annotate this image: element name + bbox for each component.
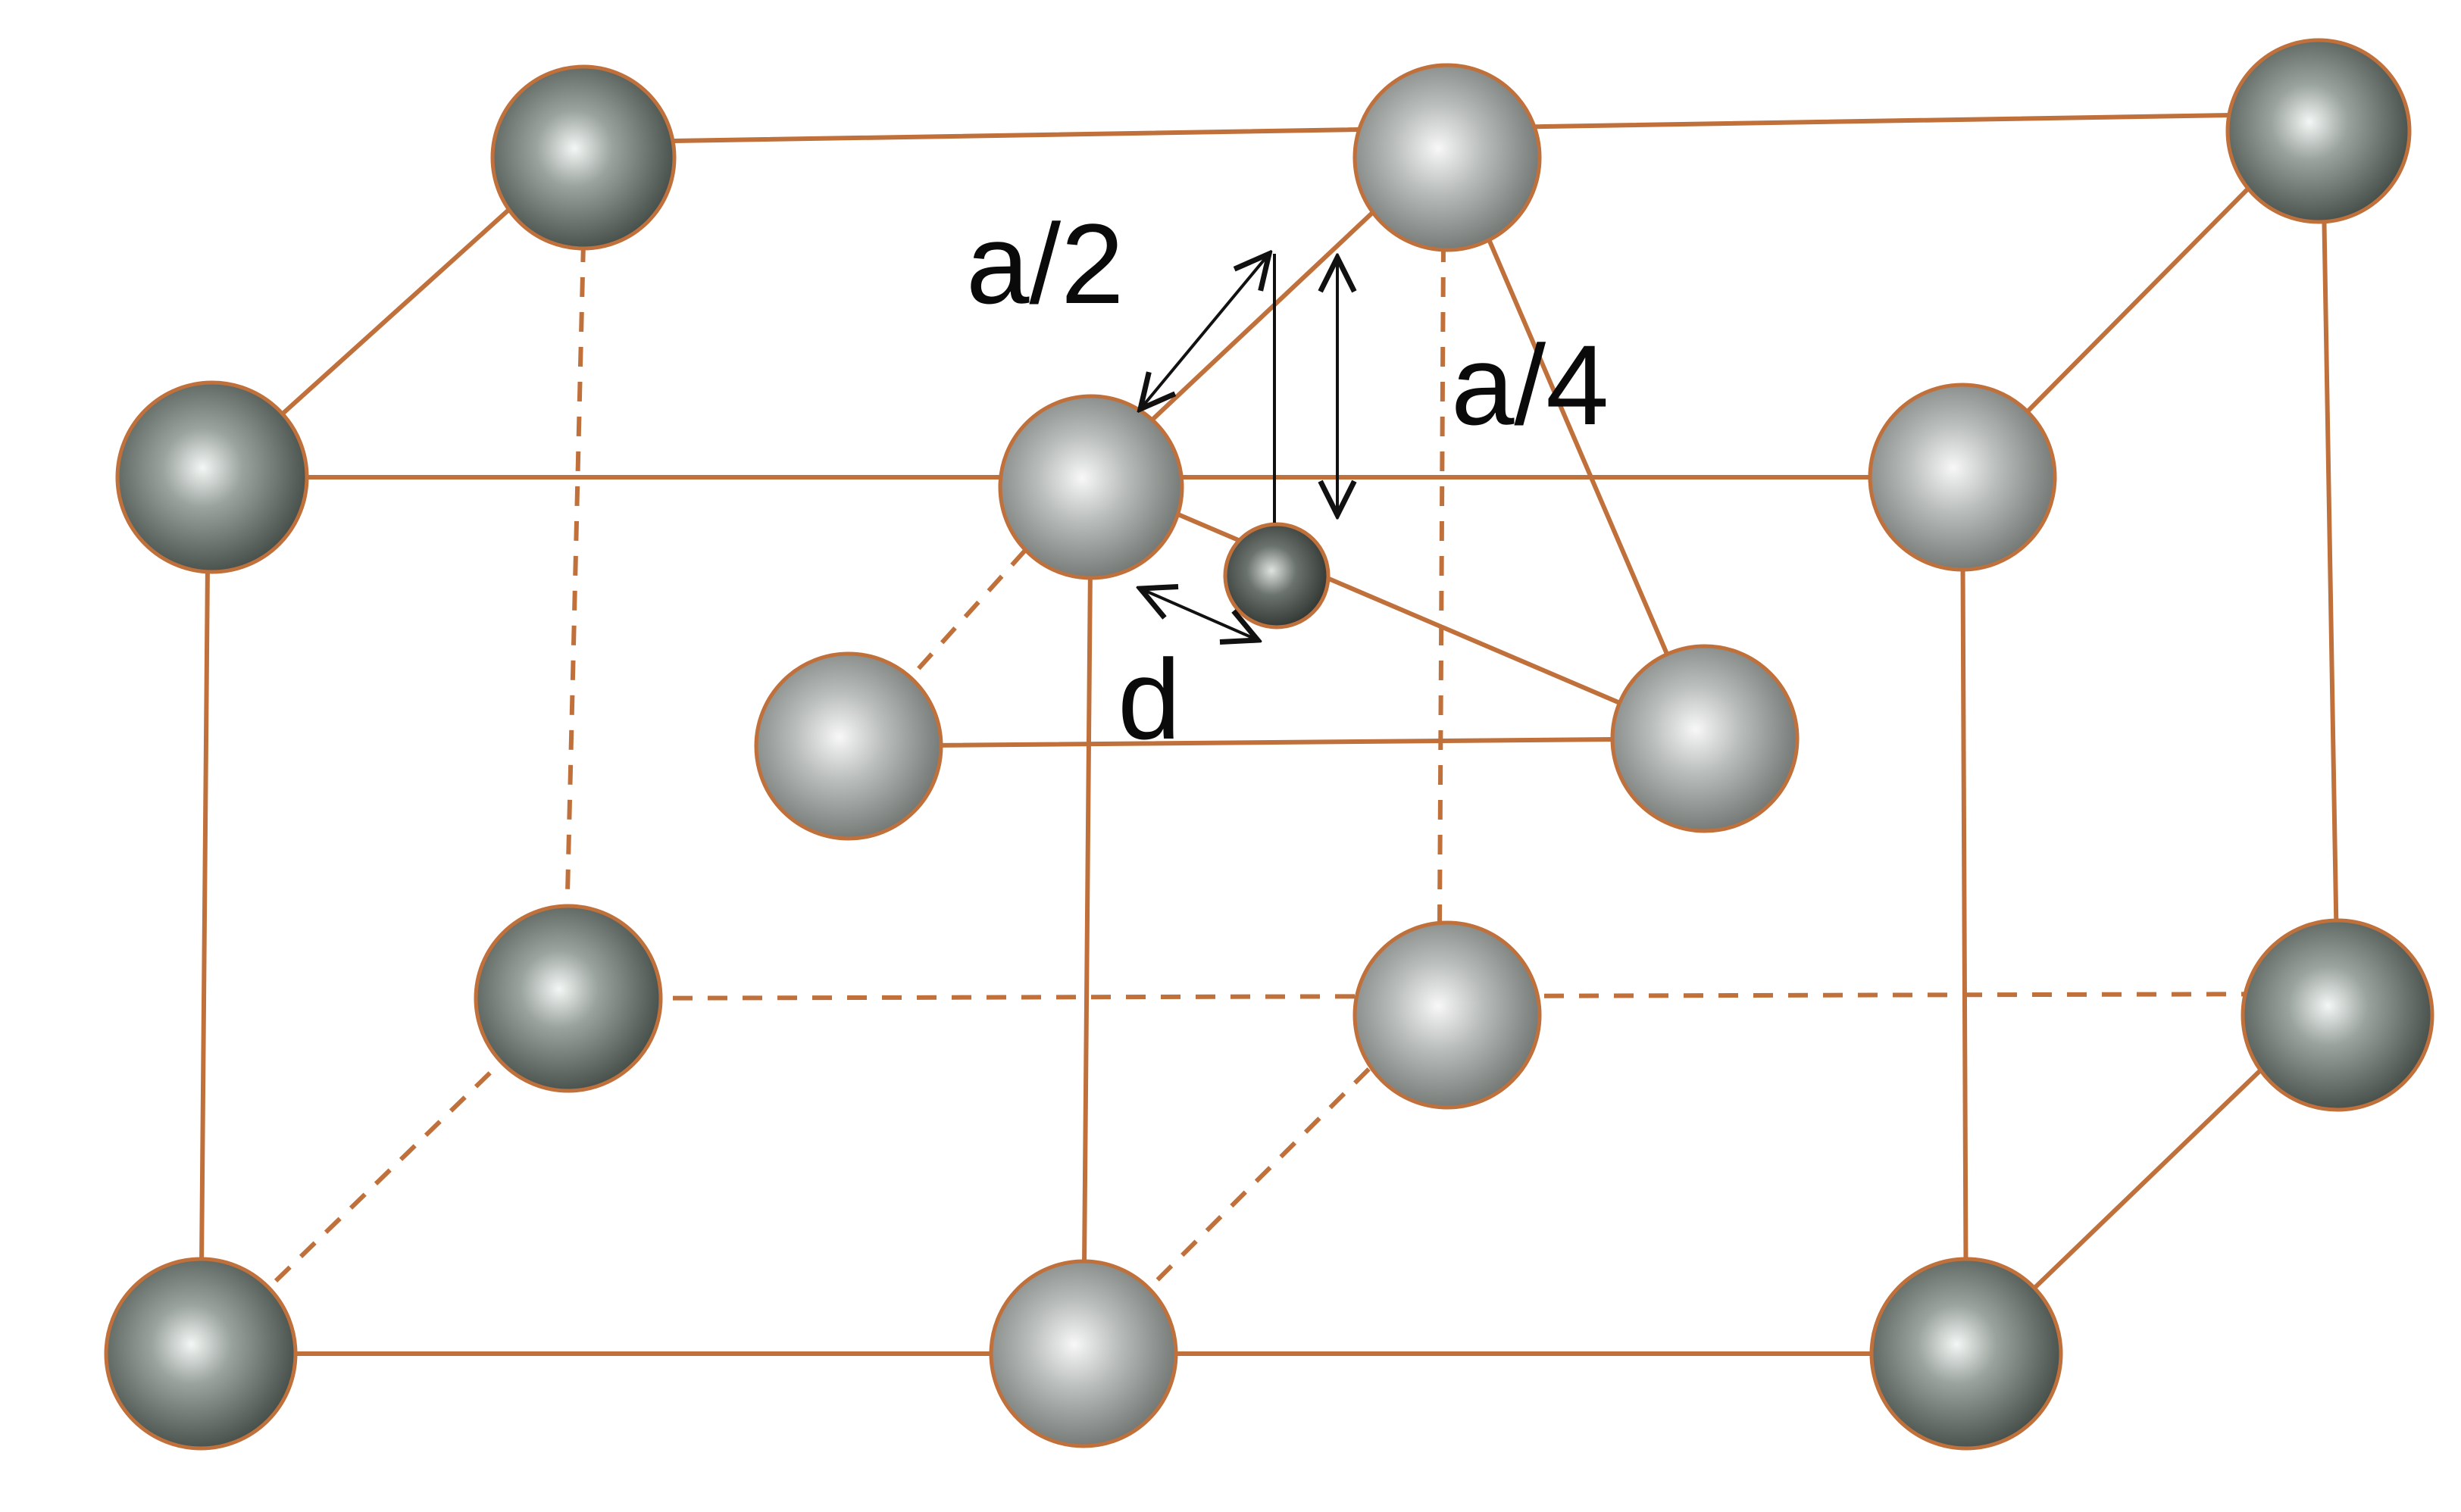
edge-tetra-1 bbox=[1445, 140, 1706, 741]
atom-interstitial bbox=[1223, 522, 1331, 629]
atom-front-top-right bbox=[1868, 383, 2057, 572]
edge-front-left bbox=[199, 475, 211, 1356]
atom-front-top-middle bbox=[998, 394, 1184, 580]
label-a-half: a/2 bbox=[966, 200, 1124, 327]
atom-corner-back-bottom-left bbox=[474, 904, 663, 1093]
edge-face-diagonal-hidden bbox=[846, 475, 1093, 748]
atom-corner-back-top-left bbox=[490, 64, 677, 251]
atom-top-middle bbox=[1352, 63, 1542, 252]
edge-face-center-row bbox=[846, 736, 1707, 748]
atom-corner-front-bottom-right bbox=[1869, 1257, 2063, 1451]
edge-back-left-hidden bbox=[564, 242, 586, 925]
edge-back-middle-hidden bbox=[1437, 242, 1446, 925]
atom-face-center-left bbox=[754, 651, 943, 841]
atom-corner-back-top-right bbox=[2225, 38, 2412, 224]
atom-back-bottom-middle bbox=[1352, 920, 1542, 1110]
d-arrow bbox=[1140, 589, 1258, 640]
measurement-lines bbox=[1140, 254, 1337, 640]
atom-corner-back-bottom-right bbox=[2241, 918, 2434, 1112]
corner-atoms bbox=[104, 38, 2434, 1451]
face-atoms bbox=[754, 63, 2057, 1448]
edge-back-right bbox=[2320, 111, 2340, 998]
atom-face-center-right bbox=[1610, 644, 1800, 833]
edge-tetra-2 bbox=[1089, 475, 1706, 741]
atom-corner-front-bottom-left bbox=[104, 1257, 298, 1451]
a-half-arrow bbox=[1140, 254, 1269, 409]
atom-corner-front-top-left bbox=[115, 380, 309, 574]
edge-front-middle bbox=[1081, 475, 1093, 1356]
edge-front-right bbox=[1960, 475, 1968, 1356]
atom-front-bottom-middle bbox=[989, 1259, 1178, 1448]
label-d: d bbox=[1118, 636, 1180, 763]
label-a-quarter: a/4 bbox=[1451, 321, 1609, 448]
